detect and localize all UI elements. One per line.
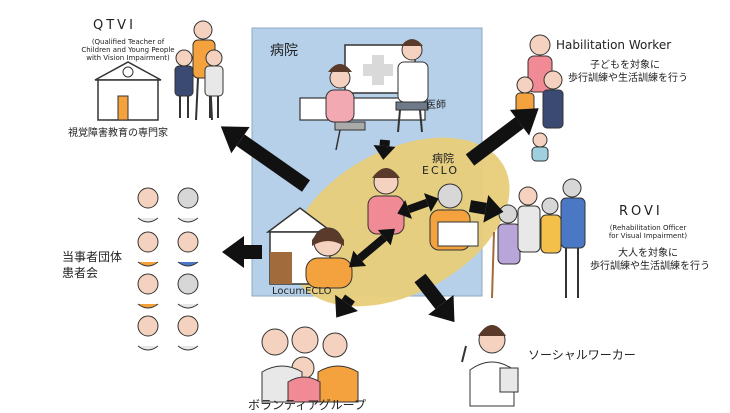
arrows	[220, 108, 539, 323]
volunteer-illustration	[261, 326, 359, 403]
habilitation-desc-2: 歩行訓練や生活訓練を行う	[568, 73, 688, 84]
locum-eclo-scene	[265, 207, 353, 289]
patient-groups-line2: 患者会	[62, 266, 99, 280]
qtvi-subtitle-1: (Qualified Teacher of	[91, 38, 165, 46]
arrow-eclo-locum	[349, 228, 395, 268]
arrow-to-patient-groups	[222, 236, 262, 268]
arrow-eclo-patient	[397, 193, 439, 219]
rovi-subtitle-1: (Rehabilitation Officer	[609, 224, 687, 232]
arrow-to-social-worker	[414, 273, 455, 323]
social-worker-label: ソーシャルワーカー	[528, 348, 636, 362]
habilitation-desc-1: 子どもを対象に	[590, 60, 660, 71]
arrow-to-rovi	[468, 194, 504, 223]
rovi-title: ROVI	[619, 204, 663, 219]
arrow-to-habilitation	[465, 108, 539, 166]
habilitation-title: Habilitation Worker	[556, 38, 672, 52]
arrow-to-volunteers	[335, 294, 359, 318]
arrow-doctor-to-eclo	[373, 139, 396, 160]
qtvi-description: 視覚障害教育の専門家	[68, 128, 168, 139]
eclo-label-line1: 病院	[432, 152, 454, 165]
eclo-scene	[367, 168, 479, 251]
volunteer-label: ボランティアグループ	[248, 398, 366, 412]
rovi-subtitle-2: for Visual Impairment)	[608, 232, 688, 240]
rovi-illustration	[491, 178, 586, 299]
patient-groups-line1: 当事者団体	[62, 250, 123, 264]
qtvi-subtitle-3: with Vision Impairment)	[86, 54, 170, 62]
doctor-scene	[299, 39, 429, 151]
hospital-label: 病院	[270, 43, 298, 59]
rovi-desc-2: 歩行訓練や生活訓練を行う	[590, 261, 710, 272]
qtvi-illustration	[94, 20, 224, 121]
arrow-to-qtvi	[220, 126, 311, 192]
qtvi-title: QTVI	[93, 18, 136, 33]
doctor-label: 医師	[426, 100, 446, 111]
rovi-desc-1: 大人を対象に	[618, 248, 678, 259]
locum-eclo-label: LocumECLO	[272, 286, 332, 297]
habilitation-illustration	[515, 34, 564, 162]
qtvi-subtitle-2: Children and Young People	[81, 46, 175, 54]
eclo-label-line2: ECLO	[422, 164, 460, 177]
social-worker-illustration	[461, 325, 519, 407]
patient-group-faces	[137, 187, 199, 351]
